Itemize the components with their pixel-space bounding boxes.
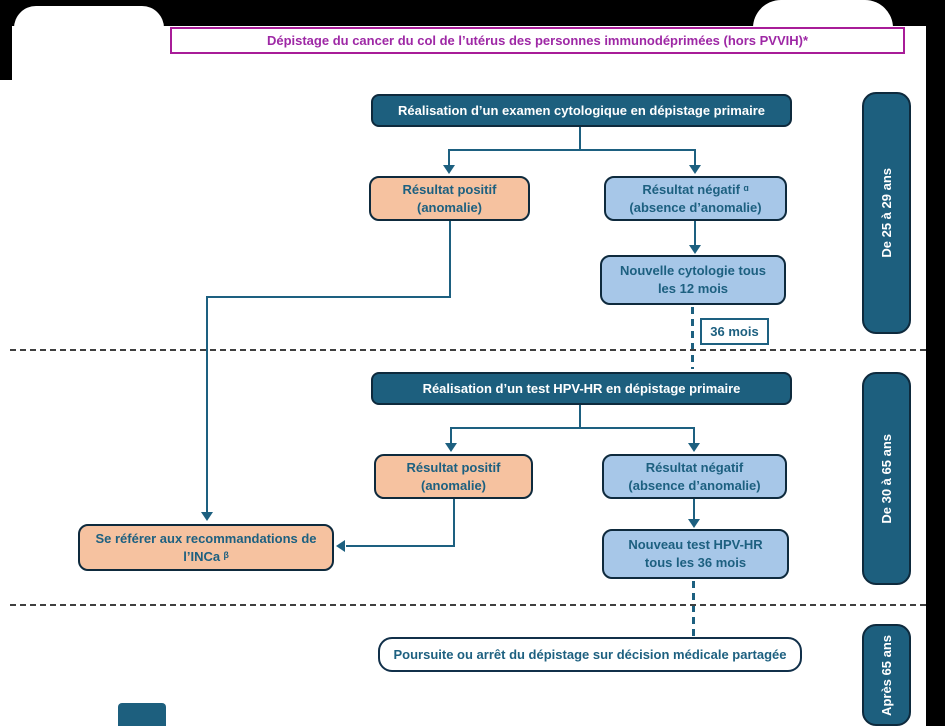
hpv-header-box: Réalisation d’un test HPV-HR en dépistag… — [371, 372, 792, 405]
annual-cytology-label: Nouvelle cytologie tous les 12 mois — [620, 263, 766, 296]
dashed-connector-line — [692, 581, 695, 636]
age-band-30-65: De 30 à 65 ans — [862, 372, 911, 585]
result-negative-cytology-box: Résultat négatif ᵅ (absence d’anomalie) — [604, 176, 787, 221]
scan-artifact — [118, 703, 166, 726]
result-positive-hpv-box: Résultat positif (anomalie) — [374, 454, 533, 499]
connector-line — [694, 221, 696, 248]
shared-decision-label: Poursuite ou arrêt du dépistage sur déci… — [393, 646, 787, 662]
arrow-down-icon — [689, 245, 701, 254]
annual-cytology-box: Nouvelle cytologie tous les 12 mois — [600, 255, 786, 305]
arrow-down-icon — [201, 512, 213, 521]
arrow-left-icon — [336, 540, 345, 552]
connector-line — [206, 296, 451, 298]
connector-line — [448, 149, 450, 168]
hpv-36-months-box: Nouveau test HPV-HR tous les 36 mois — [602, 529, 789, 579]
result-negative-hpv-label: Résultat négatif (absence d’anomalie) — [628, 459, 761, 493]
cytology-header-box: Réalisation d’un examen cytologique en d… — [371, 94, 792, 127]
arrow-down-icon — [688, 443, 700, 452]
inca-referral-box: Se référer aux recommandations de l’INCa… — [78, 524, 334, 571]
age-band-25-29: De 25 à 29 ans — [862, 92, 911, 334]
connector-line — [449, 221, 451, 298]
connector-line — [693, 427, 695, 446]
arrow-down-icon — [443, 165, 455, 174]
result-negative-cytology-label: Résultat négatif ᵅ (absence d’anomalie) — [629, 181, 762, 215]
scan-artifact — [14, 6, 164, 52]
connector-line — [450, 427, 695, 429]
age-band-65-plus: Après 65 ans — [862, 624, 911, 726]
age-separator-dashed-line — [10, 604, 926, 606]
interval-36-months-label: 36 mois — [710, 323, 759, 339]
shared-decision-box: Poursuite ou arrêt du dépistage sur déci… — [378, 637, 802, 672]
scan-artifact — [926, 0, 945, 726]
connector-line — [693, 499, 695, 523]
result-positive-cytology-label: Résultat positif (anomalie) — [402, 181, 497, 215]
connector-line — [453, 499, 455, 547]
page-title: Dépistage du cancer du col de l’utérus d… — [170, 27, 905, 54]
arrow-down-icon — [688, 519, 700, 528]
connector-line — [450, 427, 452, 446]
age-separator-dashed-line — [10, 349, 926, 351]
connector-line — [694, 149, 696, 168]
age-band-25-29-label: De 25 à 29 ans — [879, 168, 894, 258]
interval-36-months-box: 36 mois — [700, 318, 769, 345]
arrow-down-icon — [445, 443, 457, 452]
connector-line — [579, 405, 581, 429]
page-title-label: Dépistage du cancer du col de l’utérus d… — [266, 32, 809, 48]
connector-line — [448, 149, 696, 151]
cytology-header-label: Réalisation d’un examen cytologique en d… — [398, 102, 765, 118]
result-positive-cytology-box: Résultat positif (anomalie) — [369, 176, 530, 221]
age-band-65-plus-label: Après 65 ans — [879, 634, 894, 716]
inca-referral-label: Se référer aux recommandations de l’INCa… — [95, 530, 317, 564]
age-band-30-65-label: De 30 à 65 ans — [879, 433, 894, 524]
result-negative-hpv-box: Résultat négatif (absence d’anomalie) — [602, 454, 787, 499]
connector-line — [579, 127, 581, 151]
hpv-36-months-label: Nouveau test HPV-HR tous les 36 mois — [628, 537, 763, 570]
connector-line — [206, 296, 208, 515]
arrow-down-icon — [689, 165, 701, 174]
result-positive-hpv-label: Résultat positif (anomalie) — [406, 459, 501, 493]
dashed-connector-line — [691, 307, 694, 369]
connector-line — [346, 545, 455, 547]
scan-artifact — [0, 0, 12, 80]
hpv-header-label: Réalisation d’un test HPV-HR en dépistag… — [422, 380, 741, 396]
